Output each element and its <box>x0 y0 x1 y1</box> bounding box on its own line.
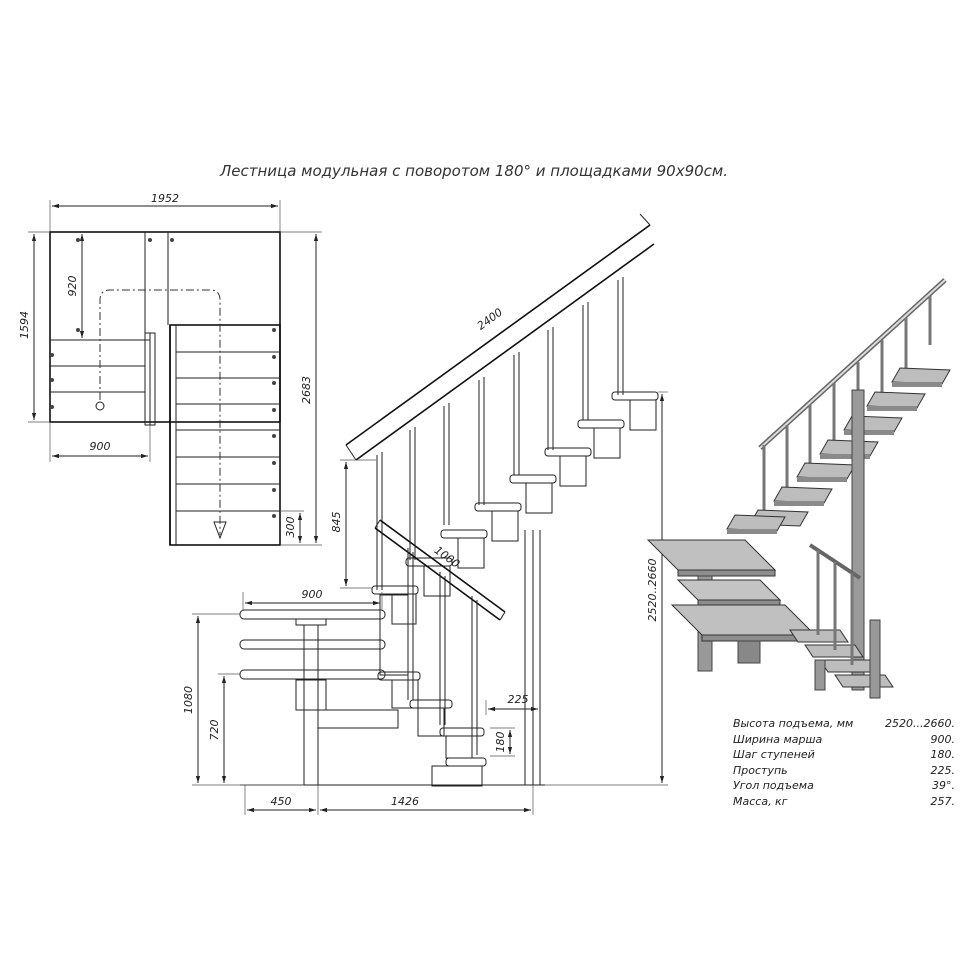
post-height-label: 845 <box>330 512 343 533</box>
rail-length-label: 2400 <box>475 306 505 333</box>
height-720-label: 720 <box>208 720 221 741</box>
upper-flight-steps <box>371 391 659 625</box>
plan-tread-width-label: 900 <box>90 440 111 453</box>
specs-table: Высота подъема, мм 2520...2660. Ширина ма… <box>733 716 955 810</box>
side-elevation: 2400 <box>182 213 668 815</box>
lower-flight-steps <box>377 671 487 787</box>
landing-width-label: 900 <box>302 588 323 601</box>
spec-row: Проступь 225. <box>733 763 955 779</box>
upper-balusters <box>376 277 624 590</box>
spec-label: Ширина марша <box>733 732 823 746</box>
run-1426-label: 1426 <box>391 795 419 808</box>
rise-label: 180 <box>494 732 507 753</box>
spec-row: Ширина марша 900. <box>733 732 955 748</box>
spec-label: Высота подъема, мм <box>733 717 854 730</box>
spec-value: 180. <box>930 748 956 762</box>
offset-450-label: 450 <box>271 795 292 808</box>
spec-row: Высота подъема, мм 2520...2660. <box>733 716 955 732</box>
spec-label: Угол подъема <box>733 779 814 793</box>
spec-value: 900. <box>930 732 956 746</box>
spec-row: Масса, кг 257. <box>733 794 955 810</box>
spec-value: 225. <box>930 763 956 777</box>
plan-last-step-label: 300 <box>284 517 297 538</box>
isometric-view <box>646 278 951 699</box>
spec-label: Масса, кг <box>733 794 788 808</box>
drawing-title: Лестница модульная с поворотом 180° и пл… <box>219 162 728 180</box>
plan-length-label: 2683 <box>300 376 313 404</box>
spec-value: 257. <box>930 794 956 808</box>
spec-value: 2520...2660. <box>885 717 955 730</box>
height-1080-label: 1080 <box>182 686 195 714</box>
spec-row: Угол подъема 39°. <box>733 778 955 794</box>
spec-value: 39°. <box>932 779 955 793</box>
plan-width-label: 1952 <box>151 192 179 205</box>
going-label: 225 <box>508 693 529 706</box>
spec-label: Проступь <box>733 763 788 777</box>
plan-view: 1952 <box>18 192 322 546</box>
plan-depth-label: 1594 <box>18 311 31 339</box>
total-height-label: 2520..2660 <box>646 559 659 622</box>
spec-row: Шаг ступеней 180. <box>733 747 955 763</box>
plan-landing-label: 920 <box>66 276 79 297</box>
spec-label: Шаг ступеней <box>733 748 815 762</box>
